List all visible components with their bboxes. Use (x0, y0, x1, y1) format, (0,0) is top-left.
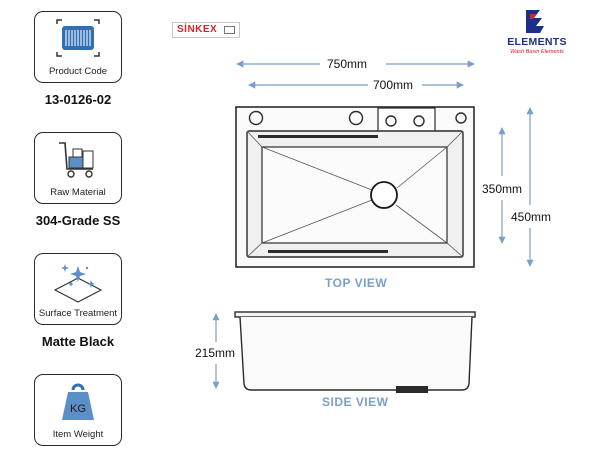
kg-weight-icon: KG (35, 380, 121, 422)
side-view-label: SIDE VIEW (322, 395, 389, 409)
height-label: 215mm (195, 346, 236, 360)
raw-material-card: Raw Material (34, 132, 122, 204)
product-code-value: 13-0126-02 (44, 92, 112, 107)
overall-width-label: 750mm (327, 57, 368, 71)
top-view-bowl-floor (261, 146, 448, 244)
kg-weight-icon-text: KG (70, 403, 86, 415)
surface-treatment-card: Surface Treatment (34, 253, 122, 325)
item-weight-card: KG Item Weight (34, 374, 122, 446)
sinkex-logo-mark (224, 26, 235, 34)
side-view-drain (396, 386, 428, 393)
surface-treatment-caption: Surface Treatment (38, 308, 118, 319)
top-view-rail-bottom (268, 250, 388, 253)
top-view-rail-top (258, 135, 378, 138)
side-view-basin (239, 316, 473, 391)
item-weight-caption: Item Weight (52, 429, 104, 440)
top-view-hole-4 (413, 115, 425, 127)
top-view-drain (370, 181, 398, 209)
side-view (234, 311, 476, 393)
top-view-bowl-slope-lines (246, 130, 464, 258)
bowl-depth-label: 350mm (482, 182, 523, 196)
sinkex-logo-text: SİNKEX (177, 24, 218, 35)
bowl-width-label: 700mm (373, 78, 414, 92)
elements-logo: ELEMENTS Wash Basin Elements (496, 6, 578, 64)
material-cart-icon (35, 139, 121, 181)
surface-treatment-value: Matte Black (41, 334, 115, 349)
top-view-hole-2 (348, 110, 364, 126)
elements-logo-mark (526, 10, 544, 33)
top-view-label: TOP VIEW (325, 276, 388, 290)
elements-logo-tagline: Wash Basin Elements (510, 49, 564, 55)
raw-material-caption: Raw Material (50, 187, 106, 198)
top-view-hole-1 (248, 110, 264, 126)
raw-material-value: 304-Grade SS (35, 213, 121, 228)
top-view (235, 106, 475, 268)
side-view-rim (234, 311, 476, 318)
elements-logo-word: ELEMENTS (507, 36, 567, 48)
top-view-hole-3 (385, 115, 397, 127)
product-code-caption: Product Code (48, 66, 108, 77)
top-view-hole-5 (455, 112, 467, 124)
product-code-card: Product Code (34, 11, 122, 83)
barcode-icon (35, 18, 121, 60)
sinkex-logo: SİNKEX (172, 22, 240, 38)
sparkle-surface-icon (35, 260, 121, 303)
overall-depth-label: 450mm (511, 210, 552, 224)
